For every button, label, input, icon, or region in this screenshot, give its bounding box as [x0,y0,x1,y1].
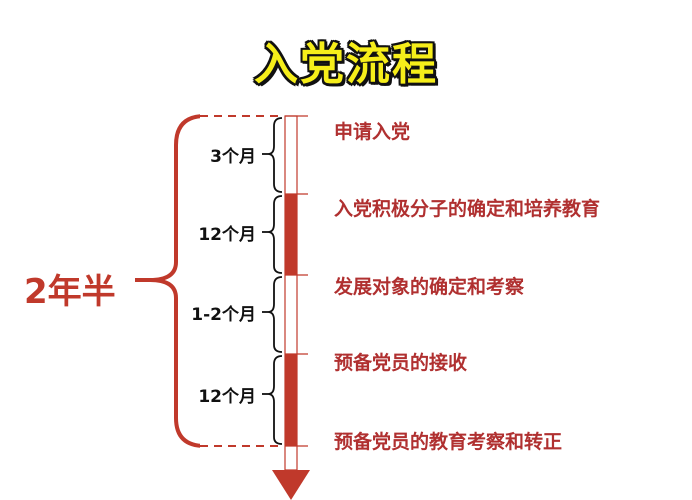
stage-duration: 12个月 [198,225,256,245]
page-title: 入党流程 [254,39,438,90]
total-brace [135,114,284,448]
step-label: 入党积极分子的确定和培养教育 [334,198,601,220]
step-label: 申请入党 [334,121,411,143]
stage-duration: 12个月 [198,387,256,407]
step-label: 预备党员的接收 [334,352,468,374]
stage-duration: 3个月 [210,147,256,167]
total-duration-label: 2年半 [24,272,116,312]
step-label: 发展对象的确定和考察 [334,276,525,298]
bar-fill-stage-2 [285,194,297,275]
arrow-down-icon [272,470,310,500]
step-label: 预备党员的教育考察和转正 [334,431,563,453]
stage-duration: 1-2个月 [191,305,256,325]
bar-fill-stage-4 [285,354,297,446]
